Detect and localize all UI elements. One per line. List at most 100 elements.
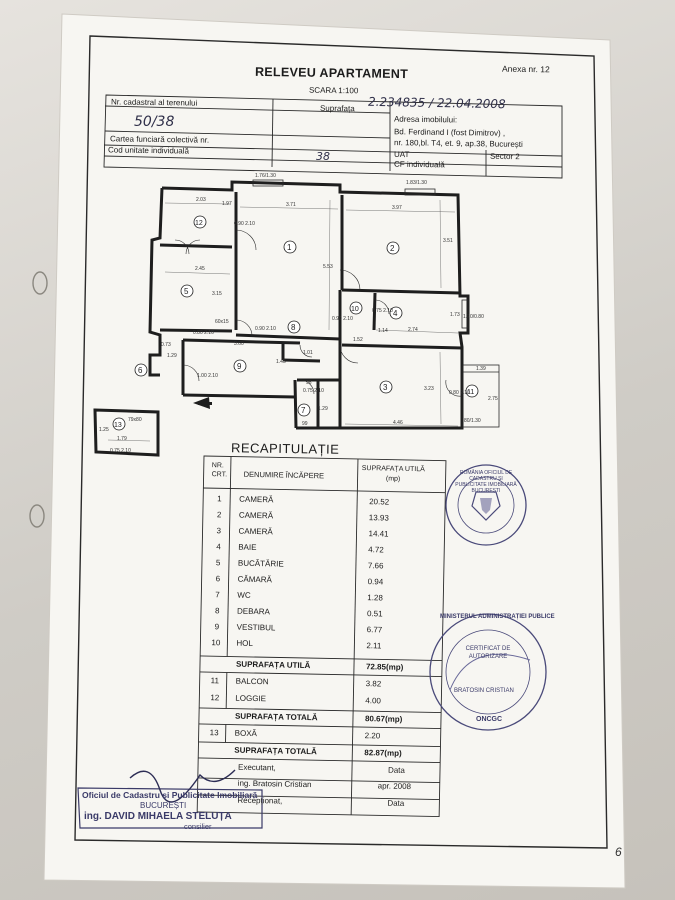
row-area: 2.11 [366, 641, 382, 651]
scale-label: SCARA 1:100 [308, 85, 359, 96]
executant-name: ing. Bratosin Cristian [237, 778, 312, 790]
row-nr: 1 [217, 494, 222, 504]
room-number-circles [112, 215, 479, 431]
land-book-label: Cartea funciară colectivă nr. [109, 134, 210, 145]
executant-label: Executant, [237, 762, 276, 773]
row-name: CAMERĂ [238, 526, 273, 537]
row-nr: 9 [214, 622, 220, 632]
total-2-label: SUPRAFAȚA TOTALĂ [234, 745, 317, 757]
cadastral-value: 50/38 [134, 114, 175, 130]
punch-hole-top [32, 271, 48, 295]
row-nr: 6 [215, 574, 221, 584]
subtotal-useful-label: SUPRAFAȚA UTILĂ [235, 659, 311, 671]
unit-code-value: 38 [316, 150, 330, 163]
table-row: 3 CAMERĂ 14.41 [203, 526, 445, 538]
row-name: HOL [236, 638, 253, 648]
row-nr: 5 [215, 558, 221, 568]
cadastral-label: Nr. cadastral al terenului [110, 97, 198, 108]
office-stamp-name: ing. DAVID MIHAELA STELUȚA [84, 811, 232, 822]
column-name-header: DENUMIRE ÎNCĂPERE [243, 469, 325, 481]
table-row: 2 CAMERĂ 13.93 [203, 510, 445, 522]
address-line-2: nr. 180,bl. T4, et. 9, ap.38, București [393, 138, 523, 149]
office-stamp-role: consilier [184, 822, 212, 831]
recap-table-header: NR. CRT. DENUMIRE ÎNCĂPERE SUPRAFAȚA UTI… [203, 461, 445, 494]
executant-name-row: ing. Bratosin Cristian apr. 2008 [198, 778, 440, 791]
date-value: apr. 2008 [377, 781, 412, 792]
row-area: 7.66 [367, 561, 384, 571]
dimension-lines [164, 199, 459, 427]
row-nr: 10 [211, 638, 221, 648]
row-area: 14.41 [368, 529, 389, 539]
handwritten-reference: 2.234835 / 22.04.2008 [367, 94, 506, 112]
recap-title: RECAPITULAȚIE [230, 440, 340, 457]
row-area: 20.52 [369, 497, 390, 507]
page-number: 6 [615, 845, 622, 859]
uat-label: UAT [393, 149, 410, 160]
seal-ministry-bottom: ONCGC [476, 716, 503, 723]
row-name: CAMERĂ [238, 510, 274, 521]
table-row: 1 CAMERĂ 20.52 [203, 494, 445, 506]
row-nr: 11 [210, 676, 220, 686]
header-table-lines [103, 94, 563, 179]
office-stamp-line-2: BUCUREȘTI [140, 801, 187, 810]
total-2-value: 82.87(mp) [364, 748, 402, 758]
seal-ocpi-text: ROMÂNIA OFICIUL DE CADASTRU ȘI PUBLICITA… [455, 470, 517, 494]
cf-label: CF individuală [393, 159, 445, 170]
row-nr: 12 [210, 693, 220, 703]
row-name: BAIE [238, 542, 257, 553]
row-area: 1.28 [367, 593, 383, 603]
row-area: 13.93 [368, 513, 389, 523]
floor-plan-windows [252, 179, 500, 428]
table-row: 9 VESTIBUL 6.77 [201, 622, 443, 634]
office-stamp-line-1: Oficiul de Cadastru și Publicitate Imobi… [82, 790, 258, 800]
column-nr-header: NR. CRT. [211, 462, 228, 479]
seal-ocpi [445, 464, 527, 546]
total-1-value: 80.67(mp) [364, 714, 403, 724]
row-nr: 2 [216, 510, 222, 520]
row-area: 0.94 [367, 577, 384, 587]
subtotal-useful-value: 72.85(mp) [365, 662, 404, 672]
recap-table-lines [196, 455, 447, 818]
row-name: CAMERĂ [239, 494, 274, 505]
row-nr: 3 [216, 526, 222, 536]
row-area: 0.51 [366, 609, 383, 619]
seal-ministry [429, 613, 547, 731]
row-name: VESTIBUL [236, 622, 276, 633]
address-label: Adresa imobilului: [393, 114, 458, 125]
row-name: DEBARA [236, 606, 271, 617]
paper-outline [43, 13, 626, 889]
seal-ministry-text: MINISTERUL ADMINISTRAȚIEI PUBLICE [440, 614, 555, 620]
row-name: BALCON [235, 676, 269, 687]
seal-ministry-name: BRATOSIN CRISTIAN [454, 688, 514, 694]
row-area: 2.20 [364, 731, 381, 741]
entrance-arrow-tail [198, 402, 212, 405]
total-1-row: SUPRAFAȚA TOTALĂ 80.67(mp) [199, 711, 441, 724]
storage-room-13 [93, 408, 160, 457]
total-2-row: SUPRAFAȚA TOTALĂ 82.87(mp) [198, 745, 440, 758]
executant-row: Executant,Data [198, 762, 440, 775]
table-row: 8 DEBARA 0.51 [201, 606, 443, 618]
row-area: 4.00 [365, 696, 381, 706]
row-nr: 8 [214, 606, 220, 616]
row-name: WC [237, 590, 251, 600]
unit-code-label: Cod unitate individuală [107, 145, 190, 156]
table-row: 12 LOGGIE 4.00 [199, 693, 441, 705]
row-name: LOGGIE [235, 693, 267, 704]
row-area: 6.77 [366, 625, 383, 635]
row-name: BOXĂ [234, 728, 258, 739]
subtotal-useful-row: SUPRAFAȚA UTILĂ 72.85(mp) [200, 659, 442, 672]
row-name: CĂMARĂ [237, 574, 272, 585]
floor-plan-walls [148, 180, 470, 430]
table-row: 10 HOL 2.11 [201, 638, 443, 650]
row-area: 4.72 [368, 545, 384, 555]
seal-ministry-inner: CERTIFICAT DE AUTORIZARE [465, 646, 511, 660]
drawing-frame [74, 35, 608, 849]
total-1-label: SUPRAFAȚA TOTALĂ [234, 711, 318, 723]
